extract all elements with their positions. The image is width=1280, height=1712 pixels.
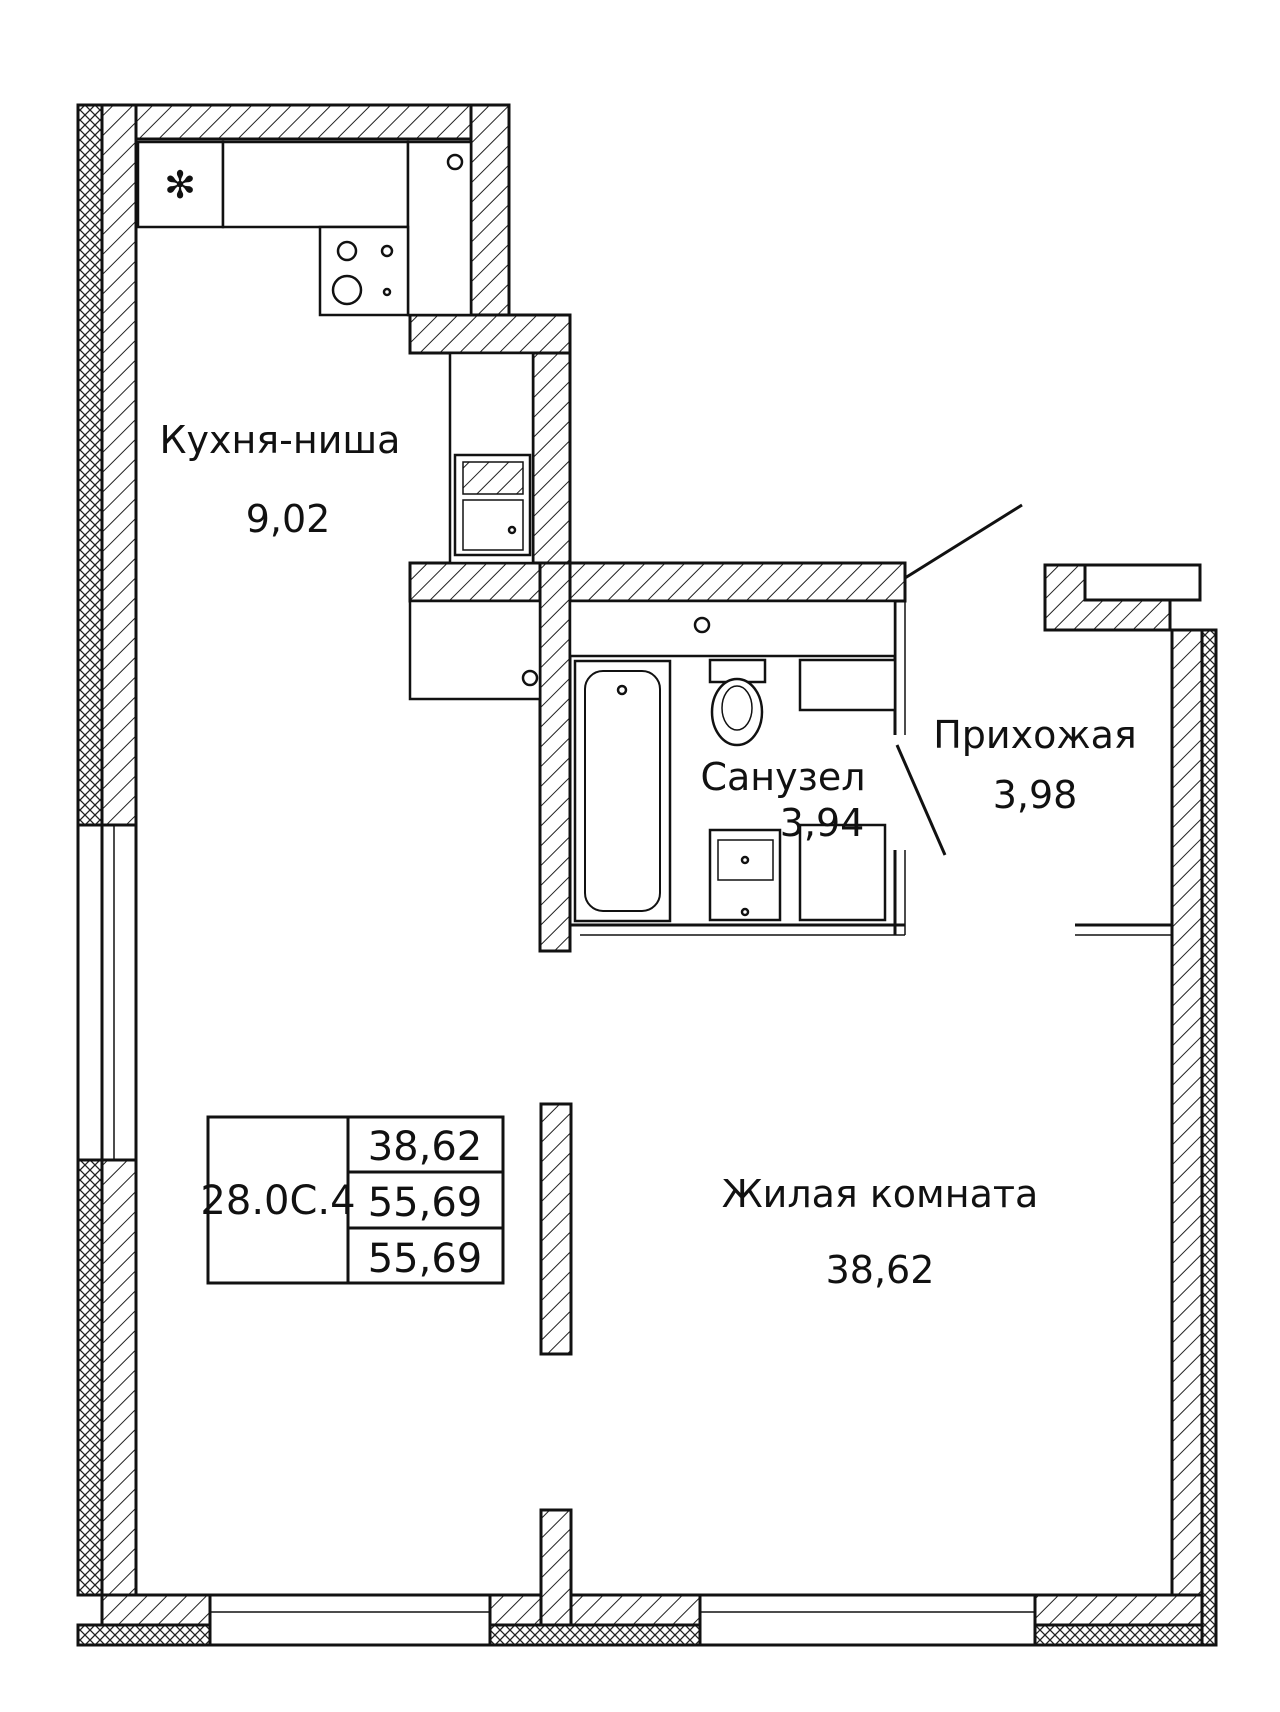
room-name-bathroom: Санузел [700,755,865,799]
fridge-icon: ✻ [164,163,196,207]
bathroom-fixtures [568,599,897,923]
unit-stamp: 28.0С.4 38,62 55,69 55,69 [200,1115,505,1285]
cabinet [798,823,887,922]
counter-top [221,140,410,229]
burner-icon [380,244,394,258]
room-name-hallway: Прихожая [933,713,1137,757]
interior-walls [408,561,1172,1627]
unit-code: 28.0С.4 [200,1178,355,1224]
unit-area-total: 55,69 [368,1180,483,1226]
fridge [136,140,225,229]
burner-icon [382,287,392,297]
unit-area-living: 38,62 [368,1124,483,1170]
outer-walls [76,103,1218,1647]
kitchen-furniture: ✻ [136,140,542,701]
washer [798,658,897,712]
doors [895,503,1023,856]
room-area-kitchen: 9,02 [246,497,331,541]
room-name-living: Жилая комната [722,1172,1039,1216]
room-labels: Кухня-ниша 9,02 Санузел 3,94 Прихожая 3,… [160,418,1137,1292]
counter-corner [406,140,473,317]
burner-icon [336,240,358,262]
room-area-living: 38,62 [826,1248,935,1292]
shelf [568,599,897,658]
room-name-kitchen: Кухня-ниша [160,418,401,462]
entry-door [904,503,1023,580]
room-area-hallway: 3,98 [993,773,1078,817]
counter-lower [408,599,542,701]
burner-icon [331,274,363,306]
room-area-bathroom: 3,94 [780,801,865,845]
stove [318,225,410,317]
bathroom-door [895,744,947,856]
unit-area-overall: 55,69 [368,1236,483,1282]
